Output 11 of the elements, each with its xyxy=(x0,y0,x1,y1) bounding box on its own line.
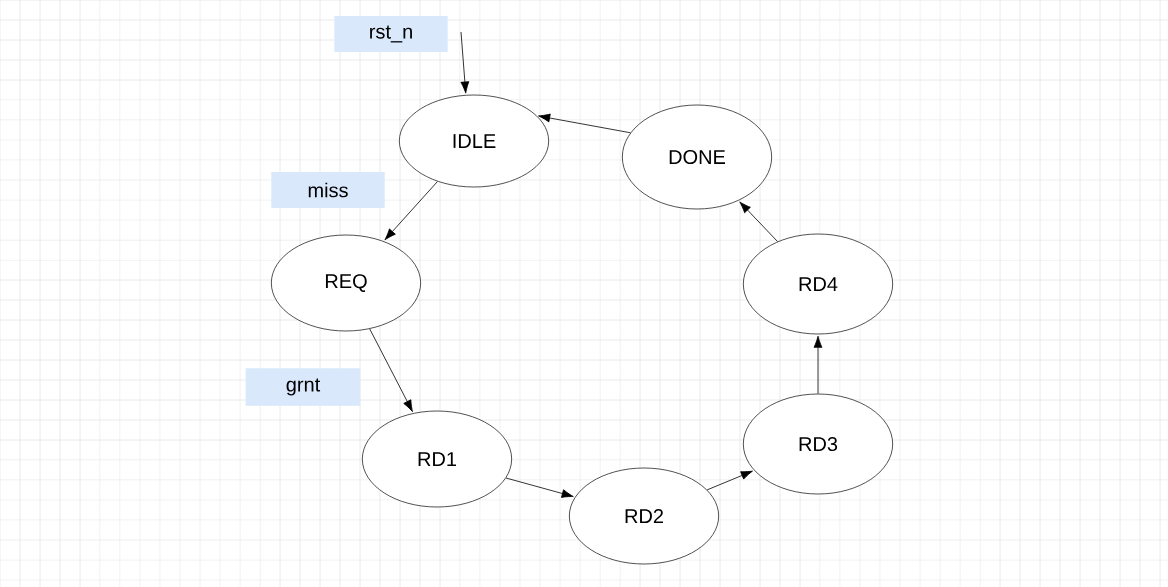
arrow xyxy=(384,181,438,241)
arrow xyxy=(460,31,470,94)
arrow xyxy=(739,201,778,242)
arrow xyxy=(706,470,753,491)
edge-label: grnt xyxy=(245,368,361,406)
arrow xyxy=(505,477,574,498)
arrow xyxy=(813,335,823,394)
arrow xyxy=(369,328,413,412)
edge-label: miss xyxy=(271,172,385,208)
edge-label: rst_n xyxy=(334,16,448,52)
arrow xyxy=(538,113,631,134)
